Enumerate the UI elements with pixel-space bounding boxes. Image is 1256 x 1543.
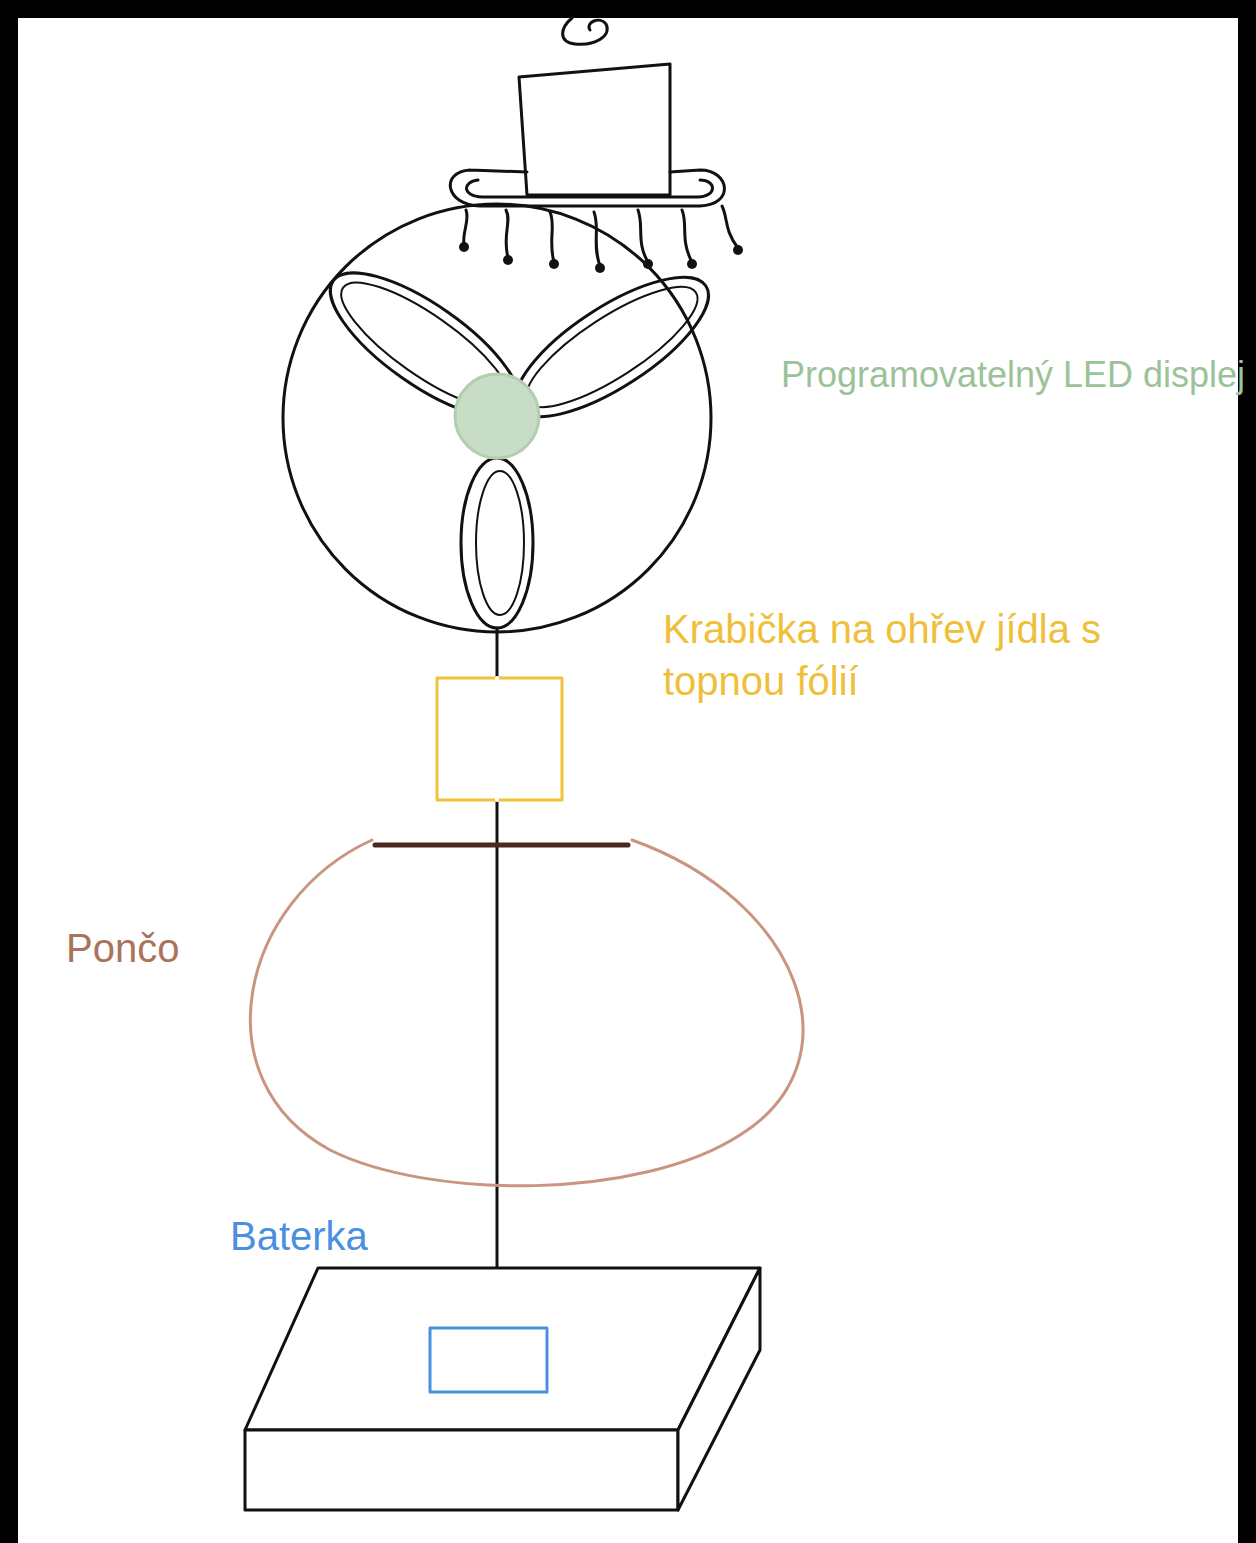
poncho-label: Pončo: [66, 922, 266, 974]
fan-housing: [283, 204, 711, 632]
hat-tassels: [464, 206, 738, 266]
tassel-ends: [459, 242, 743, 273]
hat-brim: [450, 170, 724, 206]
battery-front: [245, 1430, 678, 1510]
battery-label: Baterka: [230, 1210, 470, 1262]
fan-blades: [310, 248, 727, 628]
hat-crown: [519, 64, 670, 195]
poncho-outline: [250, 840, 803, 1186]
led-display: [455, 374, 539, 458]
battery-top: [245, 1268, 760, 1430]
food-warmer-box: [437, 678, 562, 800]
display-label: Programovatelný LED displej: [778, 352, 1248, 399]
food-box-label: Krabička na ohřev jídla s topnou fólií: [663, 603, 1223, 707]
poncho-collar: [375, 843, 628, 848]
battery-indicator: [430, 1328, 547, 1392]
central-rod: [496, 628, 499, 1268]
hat-brim-inner: [466, 180, 712, 197]
box-interior: [495, 678, 499, 800]
scribble: [563, 18, 608, 44]
battery-side: [678, 1268, 760, 1510]
